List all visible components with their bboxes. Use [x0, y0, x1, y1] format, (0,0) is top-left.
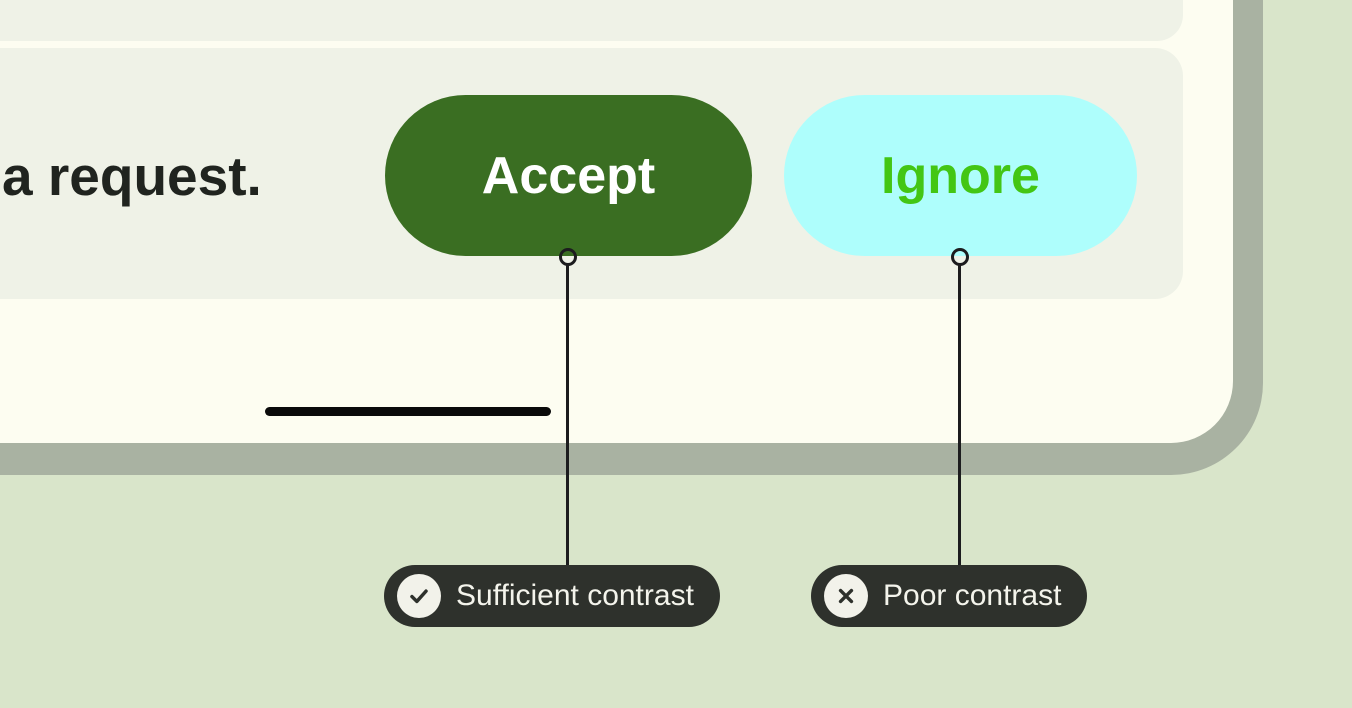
divider-bar	[265, 407, 551, 416]
ignore-button[interactable]: Ignore	[784, 95, 1137, 256]
check-circle-icon	[397, 574, 441, 618]
callout-label: Poor contrast	[883, 579, 1062, 612]
connector-anchor-ignore	[951, 248, 969, 266]
callout-poor-contrast: Poor contrast	[811, 565, 1088, 627]
connector-line-accept	[566, 263, 569, 565]
connector-anchor-accept	[559, 248, 577, 266]
accept-button[interactable]: Accept	[385, 95, 752, 256]
request-row-panel: a request. Accept Ignore	[0, 48, 1183, 299]
connector-line-ignore	[958, 263, 961, 565]
previous-row-panel	[0, 0, 1183, 41]
callout-sufficient-contrast: Sufficient contrast	[384, 565, 720, 627]
request-message: a request.	[2, 145, 262, 207]
x-circle-icon	[824, 574, 868, 618]
callout-label: Sufficient contrast	[456, 579, 694, 612]
